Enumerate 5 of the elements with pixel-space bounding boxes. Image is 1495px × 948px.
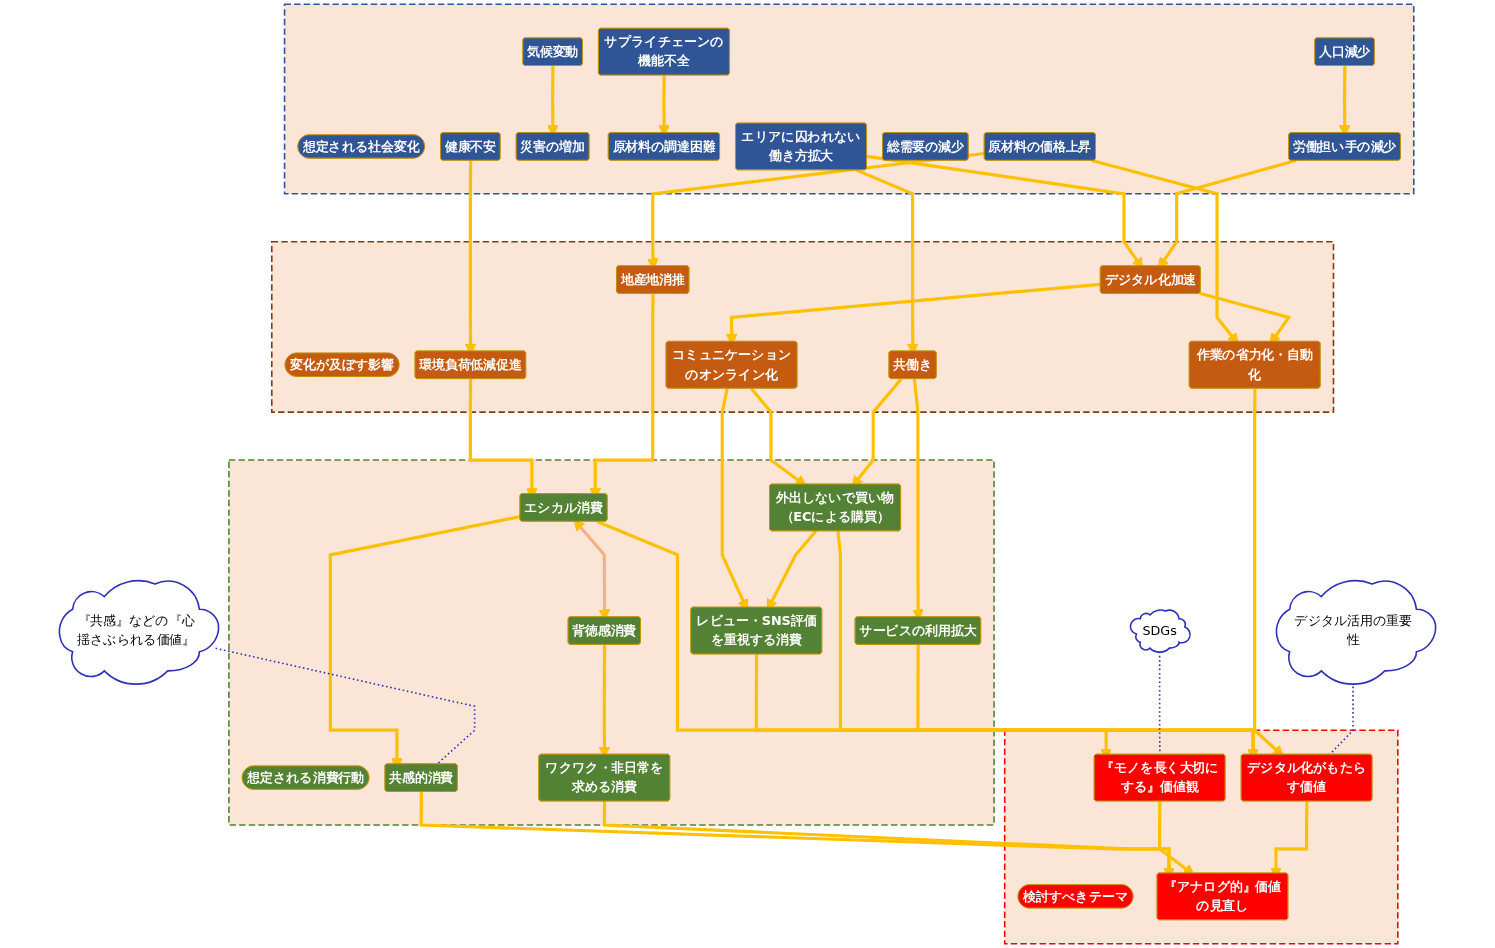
cluster (228, 459, 995, 826)
cluster (270, 240, 1335, 413)
cluster (283, 3, 1415, 195)
cluster (1003, 729, 1399, 945)
connector (214, 647, 476, 765)
